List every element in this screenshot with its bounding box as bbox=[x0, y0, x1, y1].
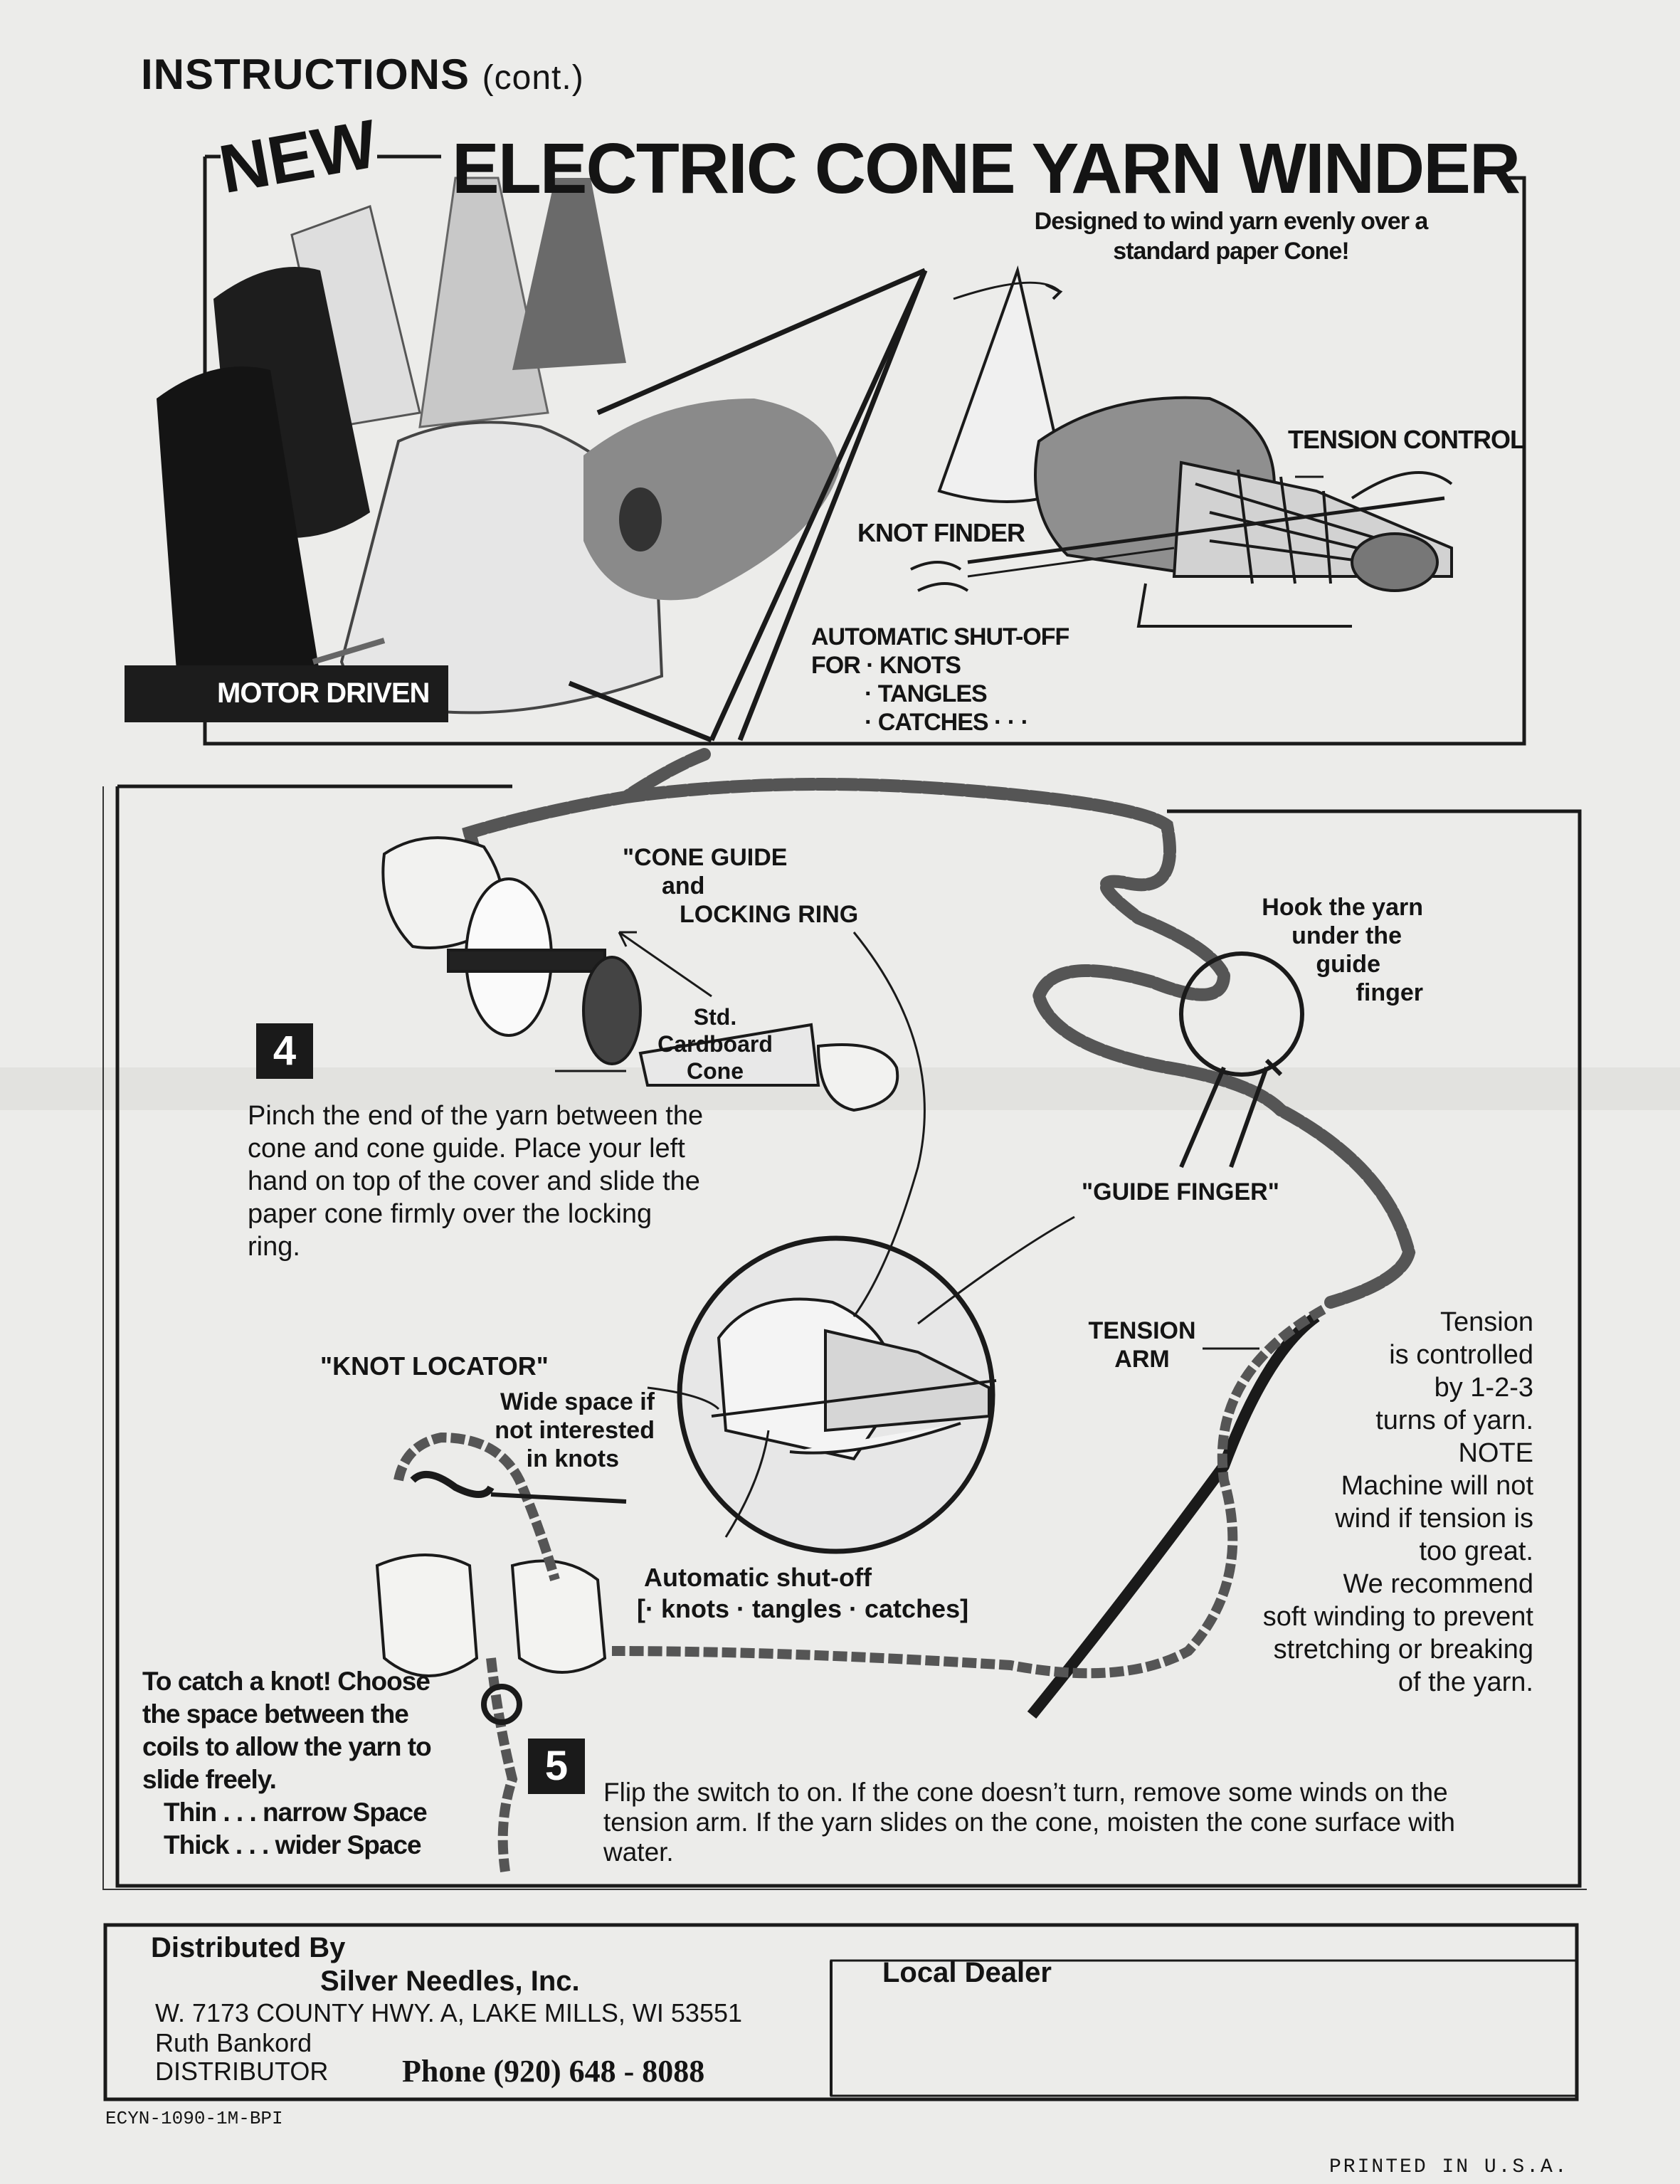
hook-yarn-label: Hook the yarn under the guide finger bbox=[1224, 893, 1423, 1007]
step5-line2: tension arm. If the yarn slides on the c… bbox=[603, 1808, 1455, 1837]
step-4-badge: 4 bbox=[256, 1023, 313, 1079]
form-code: ECYN-1090-1M-BPI bbox=[105, 2108, 283, 2129]
std-cone-line3: Cone bbox=[687, 1058, 744, 1084]
shutoff-line3: · TANGLES bbox=[865, 680, 988, 707]
auto-shutoff-line1: Automatic shut-off bbox=[644, 1563, 872, 1592]
tension-arm-line1: TENSION bbox=[1088, 1317, 1196, 1344]
wide-space-label: Wide space if not interested in knots bbox=[470, 1388, 655, 1473]
wide-space-line1: Wide space if bbox=[500, 1388, 655, 1415]
tension-arm bbox=[1027, 1312, 1320, 1719]
auto-shutoff-banner: AUTOMATIC SHUT-OFF FOR · KNOTS · TANGLES… bbox=[811, 623, 1069, 737]
knot-tip-line6: Thick . . . wider Space bbox=[164, 1830, 422, 1859]
tension-line1: Tension bbox=[1440, 1307, 1533, 1337]
knot-tip-line4: slide freely. bbox=[142, 1765, 277, 1794]
header-title-suffix: (cont.) bbox=[482, 59, 584, 97]
auto-shutoff-label: Automatic shut-off [· knots · tangles · … bbox=[637, 1562, 968, 1625]
step-5-badge: 5 bbox=[528, 1739, 585, 1794]
tension-line4: turns of yarn. bbox=[1375, 1405, 1533, 1435]
company-address: W. 7173 COUNTY HWY. A, LAKE MILLS, WI 53… bbox=[155, 1998, 743, 2027]
tension-line10: soft winding to prevent bbox=[1262, 1602, 1533, 1632]
knot-locator-label: "KNOT LOCATOR" bbox=[320, 1351, 549, 1381]
banner-subtitle: Designed to wind yarn evenly over a stan… bbox=[1010, 206, 1452, 266]
product-title: ELECTRIC CONE YARN WINDER bbox=[452, 129, 1521, 209]
cone-guide-line3: LOCKING RING bbox=[680, 901, 859, 928]
knot-tip: To catch a knot! Choose the space betwee… bbox=[142, 1665, 432, 1862]
tension-line6: Machine will not bbox=[1341, 1471, 1533, 1501]
hook-line3: guide bbox=[1316, 951, 1380, 978]
std-cone-label: Std. Cardboard Cone bbox=[651, 1003, 779, 1085]
guide-finger-loop bbox=[1179, 951, 1304, 1077]
yarn-stand bbox=[568, 268, 928, 743]
cone-guide-line1: "CONE GUIDE bbox=[623, 844, 788, 871]
contact-role: DISTRIBUTOR bbox=[155, 2057, 329, 2086]
shutoff-line4: · CATCHES · · · bbox=[865, 709, 1029, 736]
shutoff-line1: AUTOMATIC SHUT-OFF bbox=[811, 623, 1069, 650]
hook-line4: finger bbox=[1356, 979, 1423, 1006]
tension-line3: by 1-2-3 bbox=[1434, 1373, 1533, 1403]
header-title: INSTRUCTIONS bbox=[141, 51, 470, 98]
magnified-winder bbox=[711, 1297, 997, 1461]
hand-cone-guide-illustration bbox=[381, 836, 899, 1112]
std-cone-line1: Std. bbox=[693, 1004, 737, 1030]
cone-guide-label: "CONE GUIDE and LOCKING RING bbox=[623, 843, 858, 929]
step5-line1: Flip the switch to on. If the cone doesn… bbox=[603, 1778, 1448, 1807]
step5-line3: water. bbox=[603, 1837, 674, 1867]
yarn-cones-photo bbox=[157, 176, 840, 714]
pointer-lines bbox=[647, 932, 1259, 1538]
local-dealer-label: Local Dealer bbox=[882, 1957, 1052, 1988]
banner-subtitle-line2: standard paper Cone! bbox=[1113, 238, 1349, 265]
printed-in-usa: PRINTED IN U.S.A. bbox=[1329, 2156, 1569, 2178]
step4-line4: paper cone firmly over the locking bbox=[248, 1199, 653, 1229]
step4-line5: ring. bbox=[248, 1232, 300, 1262]
std-cone-line2: Cardboard bbox=[657, 1031, 773, 1057]
knot-locator-hands bbox=[375, 1432, 627, 1872]
knot-tip-line5: Thin . . . narrow Space bbox=[164, 1798, 428, 1827]
step-4-text: Pinch the end of the yarn between the co… bbox=[248, 1099, 703, 1263]
instruction-frame bbox=[115, 786, 1582, 1888]
tension-note: Tension is controlled by 1-2-3 turns of … bbox=[1153, 1306, 1533, 1699]
motor-badge-bg bbox=[125, 665, 448, 722]
step4-line2: cone and cone guide. Place your left bbox=[248, 1134, 685, 1164]
auto-shutoff-line2: [· knots · tangles · catches] bbox=[637, 1594, 969, 1623]
contact-name: Ruth Bankord bbox=[155, 2028, 312, 2057]
hook-line2: under the bbox=[1291, 922, 1402, 949]
tension-arm-line2: ARM bbox=[1114, 1346, 1170, 1373]
tension-line7: wind if tension is bbox=[1335, 1504, 1533, 1534]
tension-line12: of the yarn. bbox=[1398, 1667, 1533, 1697]
hook-line1: Hook the yarn bbox=[1262, 894, 1423, 921]
winder-machine-illustration bbox=[910, 265, 1453, 628]
tension-line9: We recommend bbox=[1343, 1569, 1533, 1599]
tension-control-label: TENSION CONTROL bbox=[1288, 425, 1526, 454]
distributed-by: Distributed By bbox=[151, 1932, 346, 1963]
banner-subtitle-line1: Designed to wind yarn evenly over a bbox=[1034, 208, 1429, 235]
page-header: INSTRUCTIONS (cont.) bbox=[141, 50, 584, 99]
wide-space-line3: in knots bbox=[526, 1445, 619, 1472]
company-name: Silver Needles, Inc. bbox=[320, 1966, 580, 1997]
tension-line11: stretching or breaking bbox=[1273, 1635, 1533, 1665]
step4-line1: Pinch the end of the yarn between the bbox=[248, 1101, 704, 1131]
step4-line3: hand on top of the cover and slide the bbox=[248, 1166, 700, 1196]
tension-line8: too great. bbox=[1419, 1536, 1533, 1566]
phone-number: Phone (920) 648 - 8088 bbox=[402, 2054, 705, 2089]
cone-guide-line2: and bbox=[662, 872, 705, 900]
knot-tip-line3: coils to allow the yarn to bbox=[142, 1732, 432, 1761]
tension-note-heading: NOTE bbox=[1458, 1438, 1533, 1468]
knot-tip-line1: To catch a knot! Choose bbox=[142, 1667, 430, 1696]
tension-line2: is controlled bbox=[1389, 1340, 1533, 1370]
knot-finder-label: KNOT FINDER bbox=[857, 518, 1025, 547]
tension-arm-label: TENSION ARM bbox=[1078, 1317, 1206, 1373]
shutoff-line2: FOR · KNOTS bbox=[811, 652, 961, 679]
wide-space-line2: not interested bbox=[495, 1417, 655, 1444]
motor-driven-badge: MOTOR DRIVEN bbox=[217, 677, 430, 709]
knot-tip-line2: the space between the bbox=[142, 1699, 409, 1729]
step-5-text: Flip the switch to on. If the cone doesn… bbox=[603, 1778, 1455, 1867]
guide-finger-label: "GUIDE FINGER" bbox=[1082, 1178, 1279, 1206]
